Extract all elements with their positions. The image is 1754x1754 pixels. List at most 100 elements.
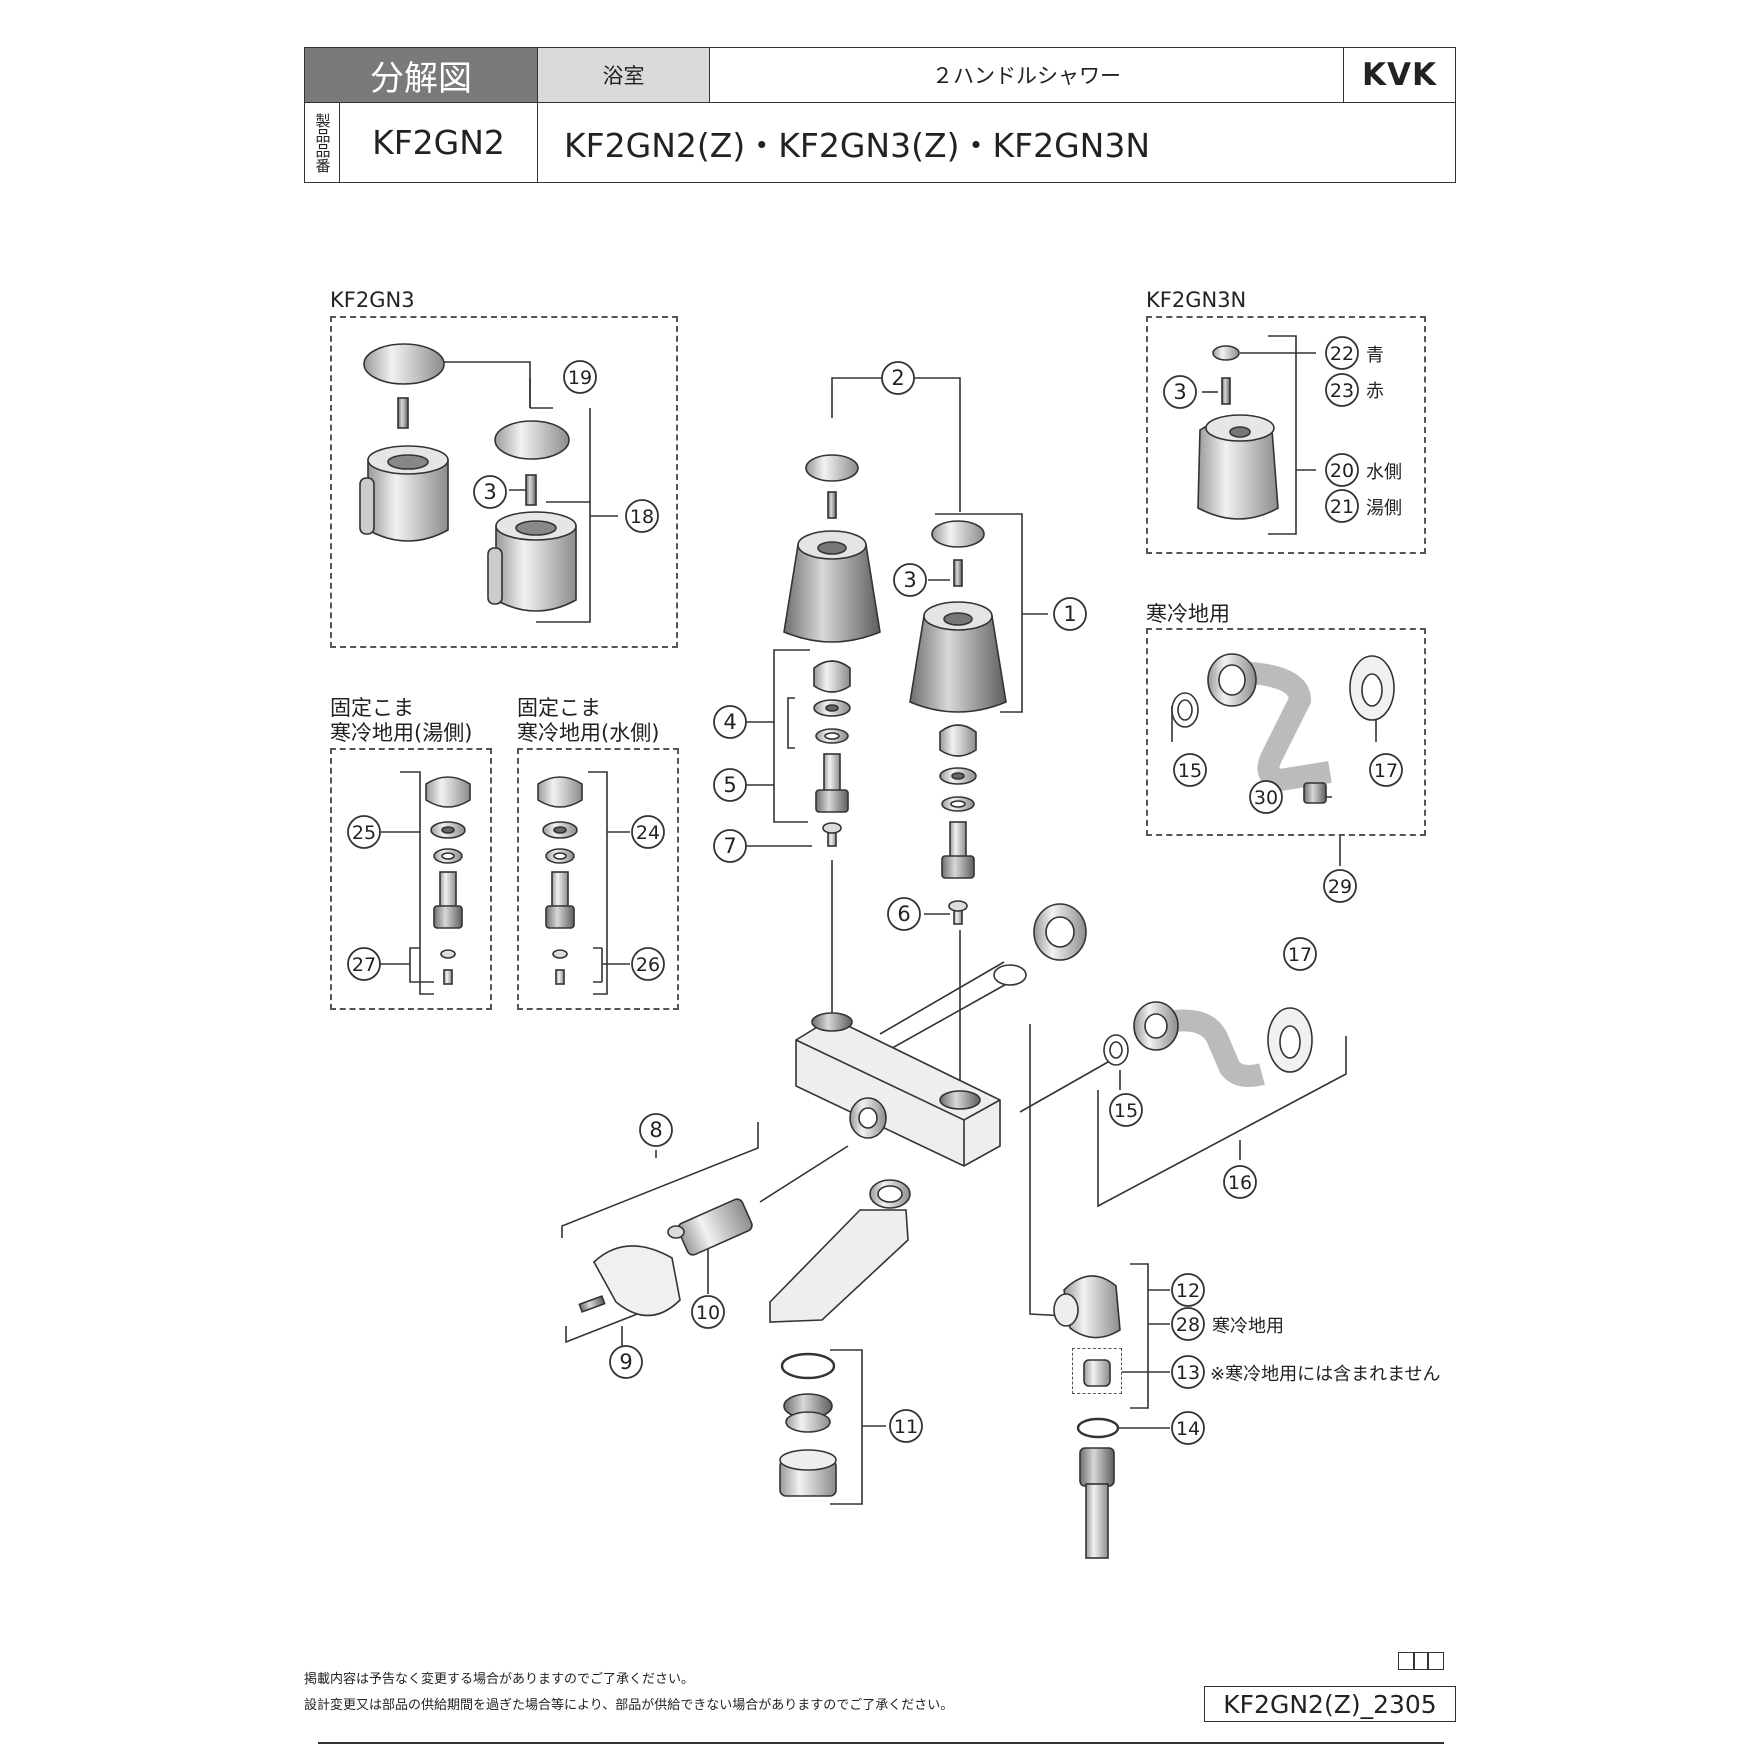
variants-cell: KF2GN2(Z)・KF2GN3(Z)・KF2GN3N — [537, 102, 1455, 182]
callout-number: 17 — [1374, 760, 1398, 782]
callout-circle — [1223, 1165, 1257, 1199]
callout-circle — [1171, 1411, 1205, 1445]
model-cell: KF2GN2 — [339, 102, 537, 182]
product-type-cell: ２ハンドルシャワー — [709, 48, 1343, 102]
section-label-fixed-cold-2: 寒冷地用(水側) — [517, 721, 660, 745]
callout-number: 28 — [1176, 1314, 1200, 1336]
note-cold-region: 寒冷地用 — [1212, 1316, 1284, 1337]
callout-circle — [563, 360, 597, 394]
note-cold-side: 水側 — [1366, 462, 1402, 483]
callout-number: 14 — [1176, 1418, 1200, 1440]
callout-number: 11 — [894, 1416, 918, 1438]
note-not-included: ※寒冷地用には含まれません — [1210, 1364, 1441, 1385]
callout-number: 3 — [483, 480, 496, 504]
kf2gn3n-box — [1146, 316, 1426, 554]
callout-circle — [1171, 1273, 1205, 1307]
callout-circle — [631, 947, 665, 981]
callout-number: 30 — [1254, 787, 1278, 809]
callout-circle — [473, 475, 507, 509]
leader-lines — [380, 335, 1377, 1505]
callout-circle — [1171, 1355, 1205, 1389]
callout-circle — [713, 829, 747, 863]
footer-disclaimer-1: 掲載内容は予告なく変更する場合がありますのでご了承ください。 — [304, 1672, 695, 1687]
callout-number: 16 — [1228, 1172, 1252, 1194]
category-cell: 浴室 — [537, 48, 709, 102]
callout-number: 25 — [352, 822, 376, 844]
callout-number: 12 — [1176, 1280, 1200, 1302]
fixed-hot-box — [330, 748, 492, 1010]
product-number-label: 製品品番 — [305, 102, 339, 182]
note-red: 赤 — [1366, 381, 1384, 402]
callout-number: 22 — [1330, 343, 1354, 365]
callout-number: 3 — [1173, 380, 1186, 404]
callout-number: 10 — [696, 1302, 720, 1324]
callout-circle — [1249, 780, 1283, 814]
callout-circle — [1171, 1307, 1205, 1341]
section-label-kf2gn3n: KF2GN3N — [1146, 288, 1247, 312]
cold-region-box — [1146, 628, 1426, 836]
callout-circle — [1323, 869, 1357, 903]
callout-number: 15 — [1114, 1100, 1138, 1122]
callout-circle — [1325, 489, 1359, 523]
callout-circle — [347, 815, 381, 849]
callout-number: 9 — [619, 1350, 632, 1374]
callout-group: 1234567891011121314151617181920212223242… — [347, 336, 1403, 1445]
callout-circle — [889, 1409, 923, 1443]
callout-number: 15 — [1178, 760, 1202, 782]
callout-number: 3 — [903, 568, 916, 592]
kf2gn3-box — [330, 316, 678, 648]
callout-circle — [691, 1295, 725, 1329]
callout-circle — [625, 499, 659, 533]
section-label-cold-region: 寒冷地用 — [1146, 602, 1230, 626]
section-label-fixed-hot-2: 寒冷地用(湯側) — [330, 721, 473, 745]
callout-number: 18 — [630, 506, 654, 528]
header-table: 分解図 浴室 ２ハンドルシャワー KVK 製品品番 KF2GN2 KF2GN2(… — [304, 47, 1456, 183]
bottom-rule — [318, 1742, 1444, 1744]
footer-disclaimer-2: 設計変更又は部品の供給期間を過ぎた場合等により、部品が供給できない場合があります… — [304, 1698, 954, 1713]
callout-number: 17 — [1288, 944, 1312, 966]
callout-circle — [1325, 453, 1359, 487]
callout-number: 26 — [636, 954, 660, 976]
callout-number: 2 — [891, 366, 904, 390]
callout-number: 29 — [1328, 876, 1352, 898]
callout-circle — [887, 897, 921, 931]
callout-circle — [1173, 753, 1207, 787]
callout-circle — [713, 768, 747, 802]
callout-circle — [609, 1345, 643, 1379]
document-id: KF2GN2(Z)_2305 — [1204, 1686, 1456, 1722]
callout-circle — [1325, 373, 1359, 407]
part-13-box — [1072, 1348, 1122, 1394]
callout-number: 23 — [1330, 380, 1354, 402]
document-icon — [1398, 1652, 1444, 1670]
callout-number: 20 — [1330, 460, 1354, 482]
callout-circle — [893, 563, 927, 597]
callout-number: 27 — [352, 954, 376, 976]
note-hot-side: 湯側 — [1366, 498, 1402, 519]
callout-number: 13 — [1176, 1362, 1200, 1384]
callout-circle — [881, 361, 915, 395]
callout-number: 5 — [723, 773, 736, 797]
callout-number: 19 — [568, 367, 592, 389]
callout-number: 4 — [723, 710, 736, 734]
callout-circle — [713, 705, 747, 739]
callout-circle — [1163, 375, 1197, 409]
callout-number: 8 — [649, 1118, 662, 1142]
fixed-cold-box — [517, 748, 679, 1010]
section-label-fixed-hot-1: 固定こま — [330, 696, 414, 720]
callout-circle — [1369, 753, 1403, 787]
callout-number: 6 — [897, 902, 910, 926]
callout-circle — [639, 1113, 673, 1147]
callout-circle — [1053, 597, 1087, 631]
note-blue: 青 — [1366, 345, 1384, 366]
callout-number: 7 — [723, 834, 736, 858]
section-label-fixed-cold-1: 固定こま — [517, 696, 601, 720]
callout-number: 24 — [636, 822, 660, 844]
callout-circle — [1283, 937, 1317, 971]
callout-circle — [1325, 336, 1359, 370]
callout-circle — [1109, 1093, 1143, 1127]
part-shapes — [359, 343, 1395, 1559]
section-label-kf2gn3: KF2GN3 — [330, 288, 415, 312]
callout-circle — [631, 815, 665, 849]
callout-number: 1 — [1063, 602, 1076, 626]
callout-circle — [347, 947, 381, 981]
